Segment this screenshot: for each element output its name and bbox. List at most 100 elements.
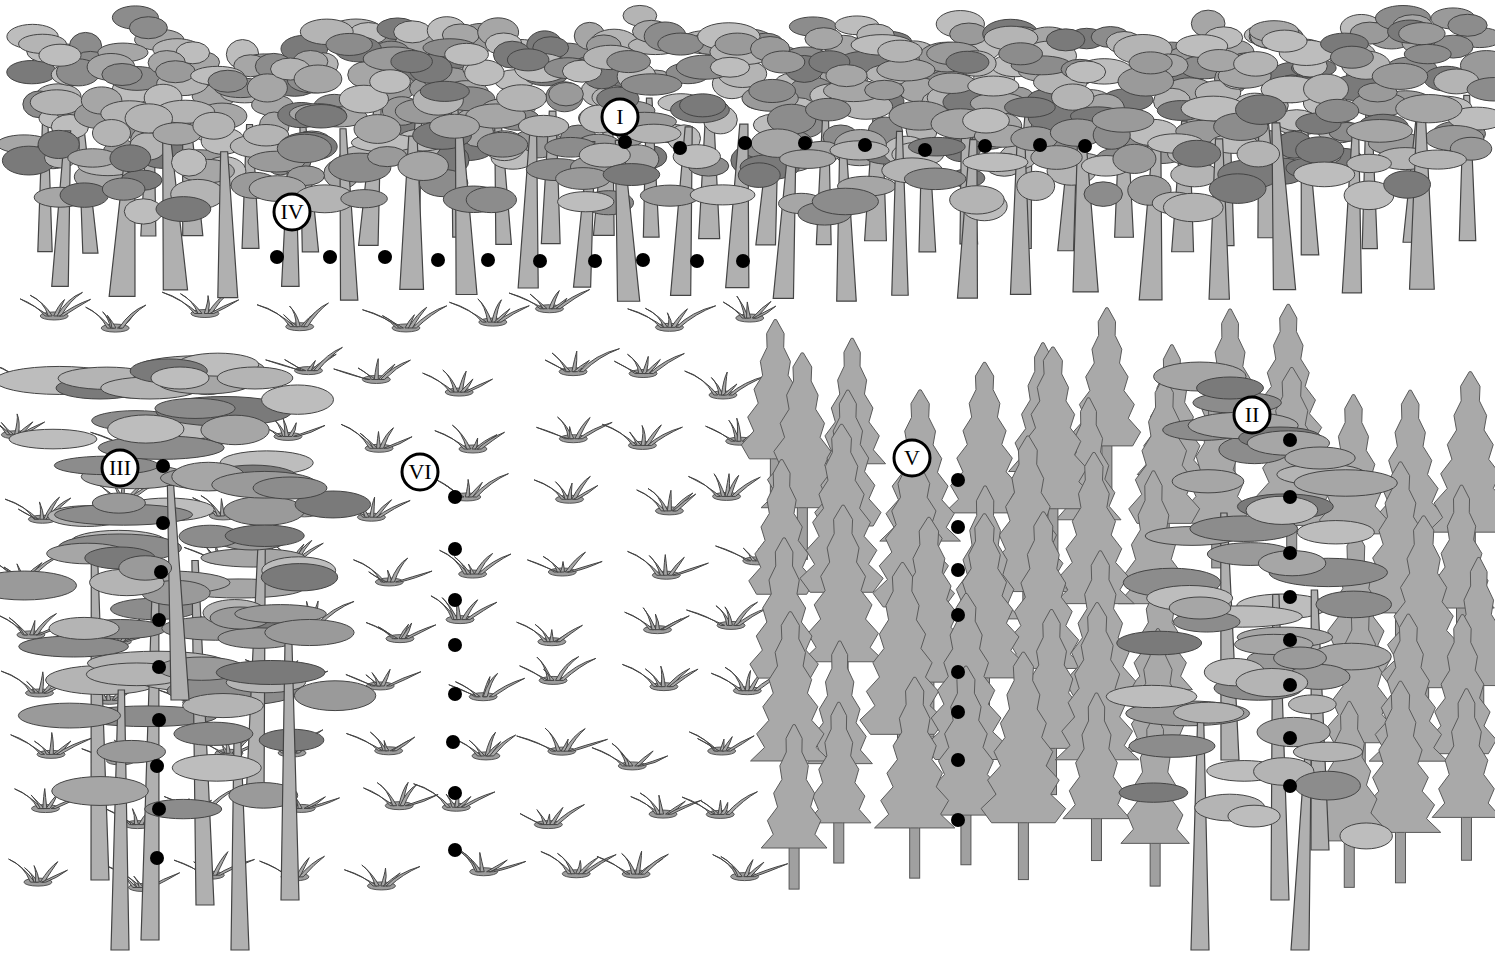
grass-blade bbox=[555, 482, 568, 500]
deciduous-tree bbox=[92, 359, 245, 700]
marker-outline bbox=[274, 194, 310, 230]
grass-tuft bbox=[9, 859, 68, 886]
grass-tuft bbox=[520, 657, 596, 685]
sample-point bbox=[636, 253, 650, 267]
grass-blade bbox=[753, 306, 776, 318]
grass-blade bbox=[560, 562, 564, 572]
grass-blade bbox=[473, 474, 509, 497]
deciduous-tree bbox=[398, 39, 526, 295]
grass-blade bbox=[372, 673, 381, 686]
sample-point bbox=[918, 143, 932, 157]
grass-tuft bbox=[450, 732, 516, 760]
sample-point bbox=[448, 593, 462, 607]
tree-foliage bbox=[1066, 61, 1106, 83]
transect-marker: IV bbox=[272, 192, 312, 232]
tree-foliage bbox=[145, 799, 222, 818]
sample-point bbox=[448, 638, 462, 652]
sample-point bbox=[150, 759, 164, 773]
grass-blade bbox=[480, 852, 484, 871]
tree-foliage bbox=[826, 65, 867, 87]
tree-foliage bbox=[253, 477, 327, 499]
tree-foliage bbox=[1347, 154, 1392, 172]
grass-blade bbox=[698, 739, 720, 751]
tree-foliage bbox=[1005, 97, 1056, 117]
grass-blade bbox=[727, 736, 755, 751]
transect-number: III bbox=[109, 457, 131, 479]
grass-blade bbox=[39, 502, 43, 519]
grass-blade bbox=[686, 610, 724, 625]
sample-point bbox=[951, 563, 965, 577]
grass-blade bbox=[560, 658, 596, 680]
tree-foliage bbox=[1315, 99, 1358, 122]
tree-foliage bbox=[1297, 521, 1374, 544]
sample-point bbox=[673, 141, 687, 155]
conifer-forest bbox=[741, 304, 1495, 889]
tree-foliage bbox=[1092, 108, 1154, 132]
grass-blade bbox=[714, 474, 725, 497]
grass-blade bbox=[341, 424, 373, 448]
grass-blade bbox=[452, 425, 470, 449]
grass-blade bbox=[630, 432, 642, 445]
tree-foliage bbox=[999, 43, 1043, 65]
grass-blade bbox=[672, 493, 693, 511]
grass-blade bbox=[384, 437, 412, 449]
grass-tuft bbox=[449, 299, 529, 326]
grass-blade bbox=[210, 300, 239, 314]
sample-point bbox=[533, 254, 547, 268]
tree-foliage bbox=[1372, 63, 1428, 89]
grass-blade bbox=[635, 851, 641, 874]
grass-blade bbox=[119, 305, 146, 328]
grass-blade bbox=[536, 427, 568, 438]
grass-blade bbox=[377, 432, 381, 449]
tree-foliage bbox=[1294, 470, 1397, 496]
tree-foliage bbox=[1113, 144, 1156, 173]
grass-blade bbox=[648, 489, 668, 511]
grass-tuft bbox=[436, 474, 509, 501]
grass-blade bbox=[668, 800, 702, 814]
conifer-crown bbox=[801, 505, 885, 662]
grass-tuft bbox=[346, 732, 414, 755]
tree-foliage bbox=[865, 80, 904, 100]
tree-foliage bbox=[262, 385, 334, 414]
sample-point bbox=[738, 136, 752, 150]
conifer-crown bbox=[807, 702, 871, 823]
grass-tuft bbox=[628, 306, 716, 332]
tree-foliage bbox=[1237, 141, 1279, 167]
grass-tuft bbox=[362, 306, 446, 332]
sample-point bbox=[1283, 590, 1297, 604]
grass-blade bbox=[290, 306, 301, 327]
deciduous-tree bbox=[1347, 20, 1467, 289]
tree-foliage bbox=[762, 51, 805, 73]
tree-foliage bbox=[183, 694, 264, 718]
grass-blade bbox=[572, 351, 577, 372]
tree-foliage bbox=[265, 619, 354, 645]
grass-tuft bbox=[614, 353, 684, 377]
grass-blade bbox=[535, 624, 551, 641]
grass-tuft bbox=[628, 551, 709, 579]
grass-blade bbox=[404, 625, 435, 639]
grass-blade bbox=[625, 612, 654, 630]
tree-foliage bbox=[1396, 95, 1462, 123]
tree-foliage bbox=[1046, 29, 1085, 51]
grass-blade bbox=[751, 864, 788, 877]
tree-foliage bbox=[1467, 78, 1495, 102]
conifer-tree bbox=[926, 666, 1005, 865]
tree-foliage bbox=[497, 85, 547, 111]
grass-blade bbox=[490, 861, 526, 871]
tree-foliage bbox=[963, 108, 1010, 133]
grass-blade bbox=[556, 625, 582, 641]
transect bbox=[618, 135, 1092, 157]
transect-marker: II bbox=[1232, 395, 1272, 435]
sample-point bbox=[951, 520, 965, 534]
tree-foliage bbox=[18, 703, 120, 728]
grass-tuft bbox=[423, 370, 493, 396]
grass-blade bbox=[567, 483, 572, 499]
grass-blade bbox=[314, 347, 343, 370]
sample-point bbox=[951, 473, 965, 487]
tree-foliage bbox=[1173, 140, 1221, 167]
tree-trunk bbox=[111, 690, 129, 950]
grass-blade bbox=[673, 494, 696, 511]
grass-blade bbox=[661, 666, 666, 687]
tree-foliage bbox=[261, 564, 337, 591]
grass-blade bbox=[387, 672, 421, 686]
